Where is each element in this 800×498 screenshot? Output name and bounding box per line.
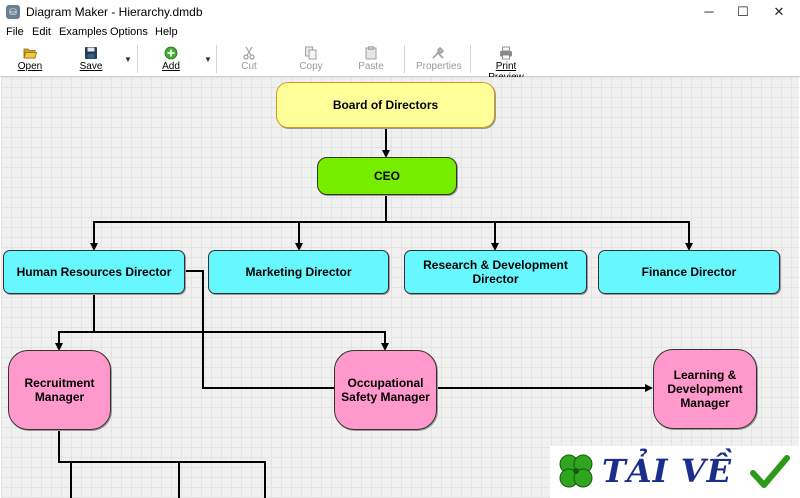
toolbar-separator	[137, 45, 138, 73]
window-title: Diagram Maker - Hierarchy.dmdb	[26, 5, 203, 19]
app-icon: ⛁	[6, 5, 20, 19]
node-learning-manager[interactable]: Learning & Development Manager	[653, 349, 757, 429]
maximize-button[interactable]: ☐	[737, 4, 749, 19]
menu-help[interactable]: Help	[155, 26, 178, 38]
toolbar: Open Save ▼ Add ▼ Cut Copy Paste Propert…	[0, 42, 800, 83]
node-marketing-director[interactable]: Marketing Director	[208, 250, 389, 294]
watermark-banner: TẢI VỀ	[550, 446, 800, 498]
close-button[interactable]: ✕	[773, 4, 785, 19]
paste-icon	[365, 46, 377, 60]
cut-button[interactable]: Cut	[236, 42, 262, 76]
copy-icon	[305, 46, 317, 60]
node-board-of-directors[interactable]: Board of Directors	[276, 82, 495, 128]
clover-icon	[559, 454, 593, 488]
cut-label: Cut	[241, 61, 257, 72]
node-rnd-director[interactable]: Research & Development Director	[404, 250, 587, 294]
toolbar-separator	[470, 45, 471, 73]
open-label: Open	[17, 61, 43, 72]
connector-hr-safety	[94, 331, 389, 351]
scissors-icon	[243, 46, 255, 60]
paste-label: Paste	[358, 61, 384, 72]
connector-lines	[55, 128, 693, 498]
connector-hr-safety-side	[185, 270, 335, 389]
menu-file[interactable]: File	[6, 26, 24, 38]
add-button[interactable]: Add	[156, 42, 186, 76]
properties-button[interactable]: Properties	[416, 42, 462, 76]
node-hr-director[interactable]: Human Resources Director	[3, 250, 185, 294]
copy-label: Copy	[299, 61, 323, 72]
watermark-text: TẢI VỀ	[602, 452, 732, 490]
toolbar-separator	[216, 45, 217, 73]
open-button[interactable]: Open	[12, 42, 48, 76]
node-safety-manager[interactable]: Occupational Safety Manager	[334, 350, 437, 430]
tools-icon	[432, 46, 445, 59]
connector-recruitment-children	[58, 430, 266, 498]
folder-open-icon	[23, 48, 37, 59]
menu-edit[interactable]: Edit	[32, 26, 51, 38]
connector-ceo-finance	[386, 221, 693, 251]
minimize-button[interactable]: ─	[704, 4, 714, 19]
node-ceo[interactable]: CEO	[317, 157, 457, 195]
save-button[interactable]: Save	[74, 42, 108, 76]
node-recruitment-manager[interactable]: Recruitment Manager	[8, 350, 111, 430]
menu-options[interactable]: Options	[110, 26, 148, 38]
add-circle-icon	[164, 46, 178, 60]
diagram-canvas[interactable]: Board of Directors CEO Human Resources D…	[1, 77, 799, 498]
toolbar-separator	[404, 45, 405, 73]
properties-label: Properties	[416, 61, 462, 72]
print-preview-button[interactable]: Print Preview	[478, 42, 534, 83]
node-finance-director[interactable]: Finance Director	[598, 250, 780, 294]
add-dropdown-arrow[interactable]: ▼	[204, 55, 212, 64]
connector-ceo-hr	[90, 195, 387, 251]
floppy-disk-icon	[85, 47, 97, 59]
copy-button[interactable]: Copy	[296, 42, 326, 76]
title-bar: ⛁ Diagram Maker - Hierarchy.dmdb ─ ☐ ✕	[0, 0, 800, 25]
menu-examples[interactable]: Examples	[59, 26, 108, 38]
paste-button[interactable]: Paste	[356, 42, 386, 76]
add-label: Add	[162, 61, 180, 72]
save-dropdown-arrow[interactable]: ▼	[124, 55, 132, 64]
printer-icon	[500, 46, 512, 60]
connector-hr-recruitment	[55, 295, 95, 351]
menu-bar: File Edit Examples Options Help	[0, 24, 800, 42]
checkmark-icon	[750, 455, 790, 488]
save-label: Save	[79, 61, 103, 72]
